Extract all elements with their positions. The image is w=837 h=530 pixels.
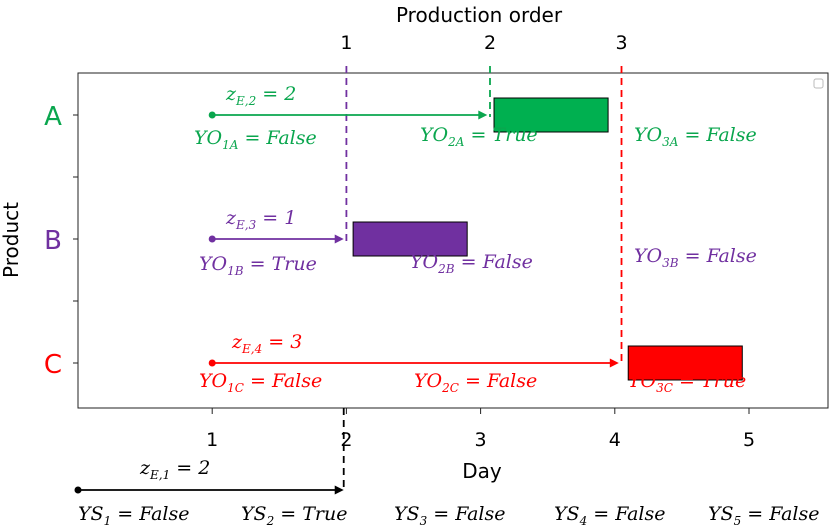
arrow-B-head xyxy=(334,234,344,244)
bar-B xyxy=(352,221,468,257)
yo-label-A-2: YO2A = True xyxy=(420,124,538,149)
ys-label-2: YS2 = True xyxy=(241,503,347,528)
yo-label-C-2: YO2C = False xyxy=(414,370,537,395)
yo-label-C-3: YO3C = True xyxy=(628,370,746,395)
y-axis-category-C: C xyxy=(44,350,62,380)
yo-label-B-3: YO3B = False xyxy=(634,245,757,270)
legend-box-icon xyxy=(813,78,824,89)
z-label-bottom: zE,1 = 2 xyxy=(139,457,210,482)
z-label-B: zE,3 = 1 xyxy=(225,207,296,232)
x-axis-tick-label-3: 3 xyxy=(475,429,487,451)
ys-label-1: YS1 = False xyxy=(78,503,190,528)
arrow-A-head xyxy=(478,110,488,120)
arrow-C-head xyxy=(609,358,619,368)
top-axis-tick-label-1: 1 xyxy=(340,32,352,54)
x-axis-tick-label-5: 5 xyxy=(743,429,755,451)
y-axis-title: Product xyxy=(0,202,23,278)
bottom-arrow-head xyxy=(334,485,344,495)
x-axis-tick-label-4: 4 xyxy=(609,429,621,451)
yo-label-C-1: YO1C = False xyxy=(199,370,322,395)
y-axis-category-A: A xyxy=(44,102,62,132)
x-axis-tick-label-1: 1 xyxy=(206,429,218,451)
x-axis-title: Day xyxy=(462,459,502,483)
top-axis-tick-label-2: 2 xyxy=(484,32,496,54)
bar-A xyxy=(493,97,609,133)
z-label-C: zE,4 = 3 xyxy=(231,331,302,356)
yo-label-A-3: YO3A = False xyxy=(634,124,757,149)
ys-label-4: YS4 = False xyxy=(554,503,666,528)
bar-C xyxy=(627,345,743,381)
plot-frame xyxy=(77,72,829,409)
ys-label-3: YS3 = False xyxy=(394,503,506,528)
z-label-A: zE,2 = 2 xyxy=(225,83,296,108)
y-axis-category-B: B xyxy=(44,226,62,256)
yo-label-A-1: YO1A = False xyxy=(194,127,317,152)
top-axis-title: Production order xyxy=(396,3,563,27)
yo-label-B-2: YO2B = False xyxy=(410,251,533,276)
ys-label-5: YS5 = False xyxy=(708,503,820,528)
yo-label-B-1: YO1B = True xyxy=(199,253,317,278)
top-axis-tick-label-3: 3 xyxy=(615,32,627,54)
x-axis-tick-label-2: 2 xyxy=(340,429,352,451)
